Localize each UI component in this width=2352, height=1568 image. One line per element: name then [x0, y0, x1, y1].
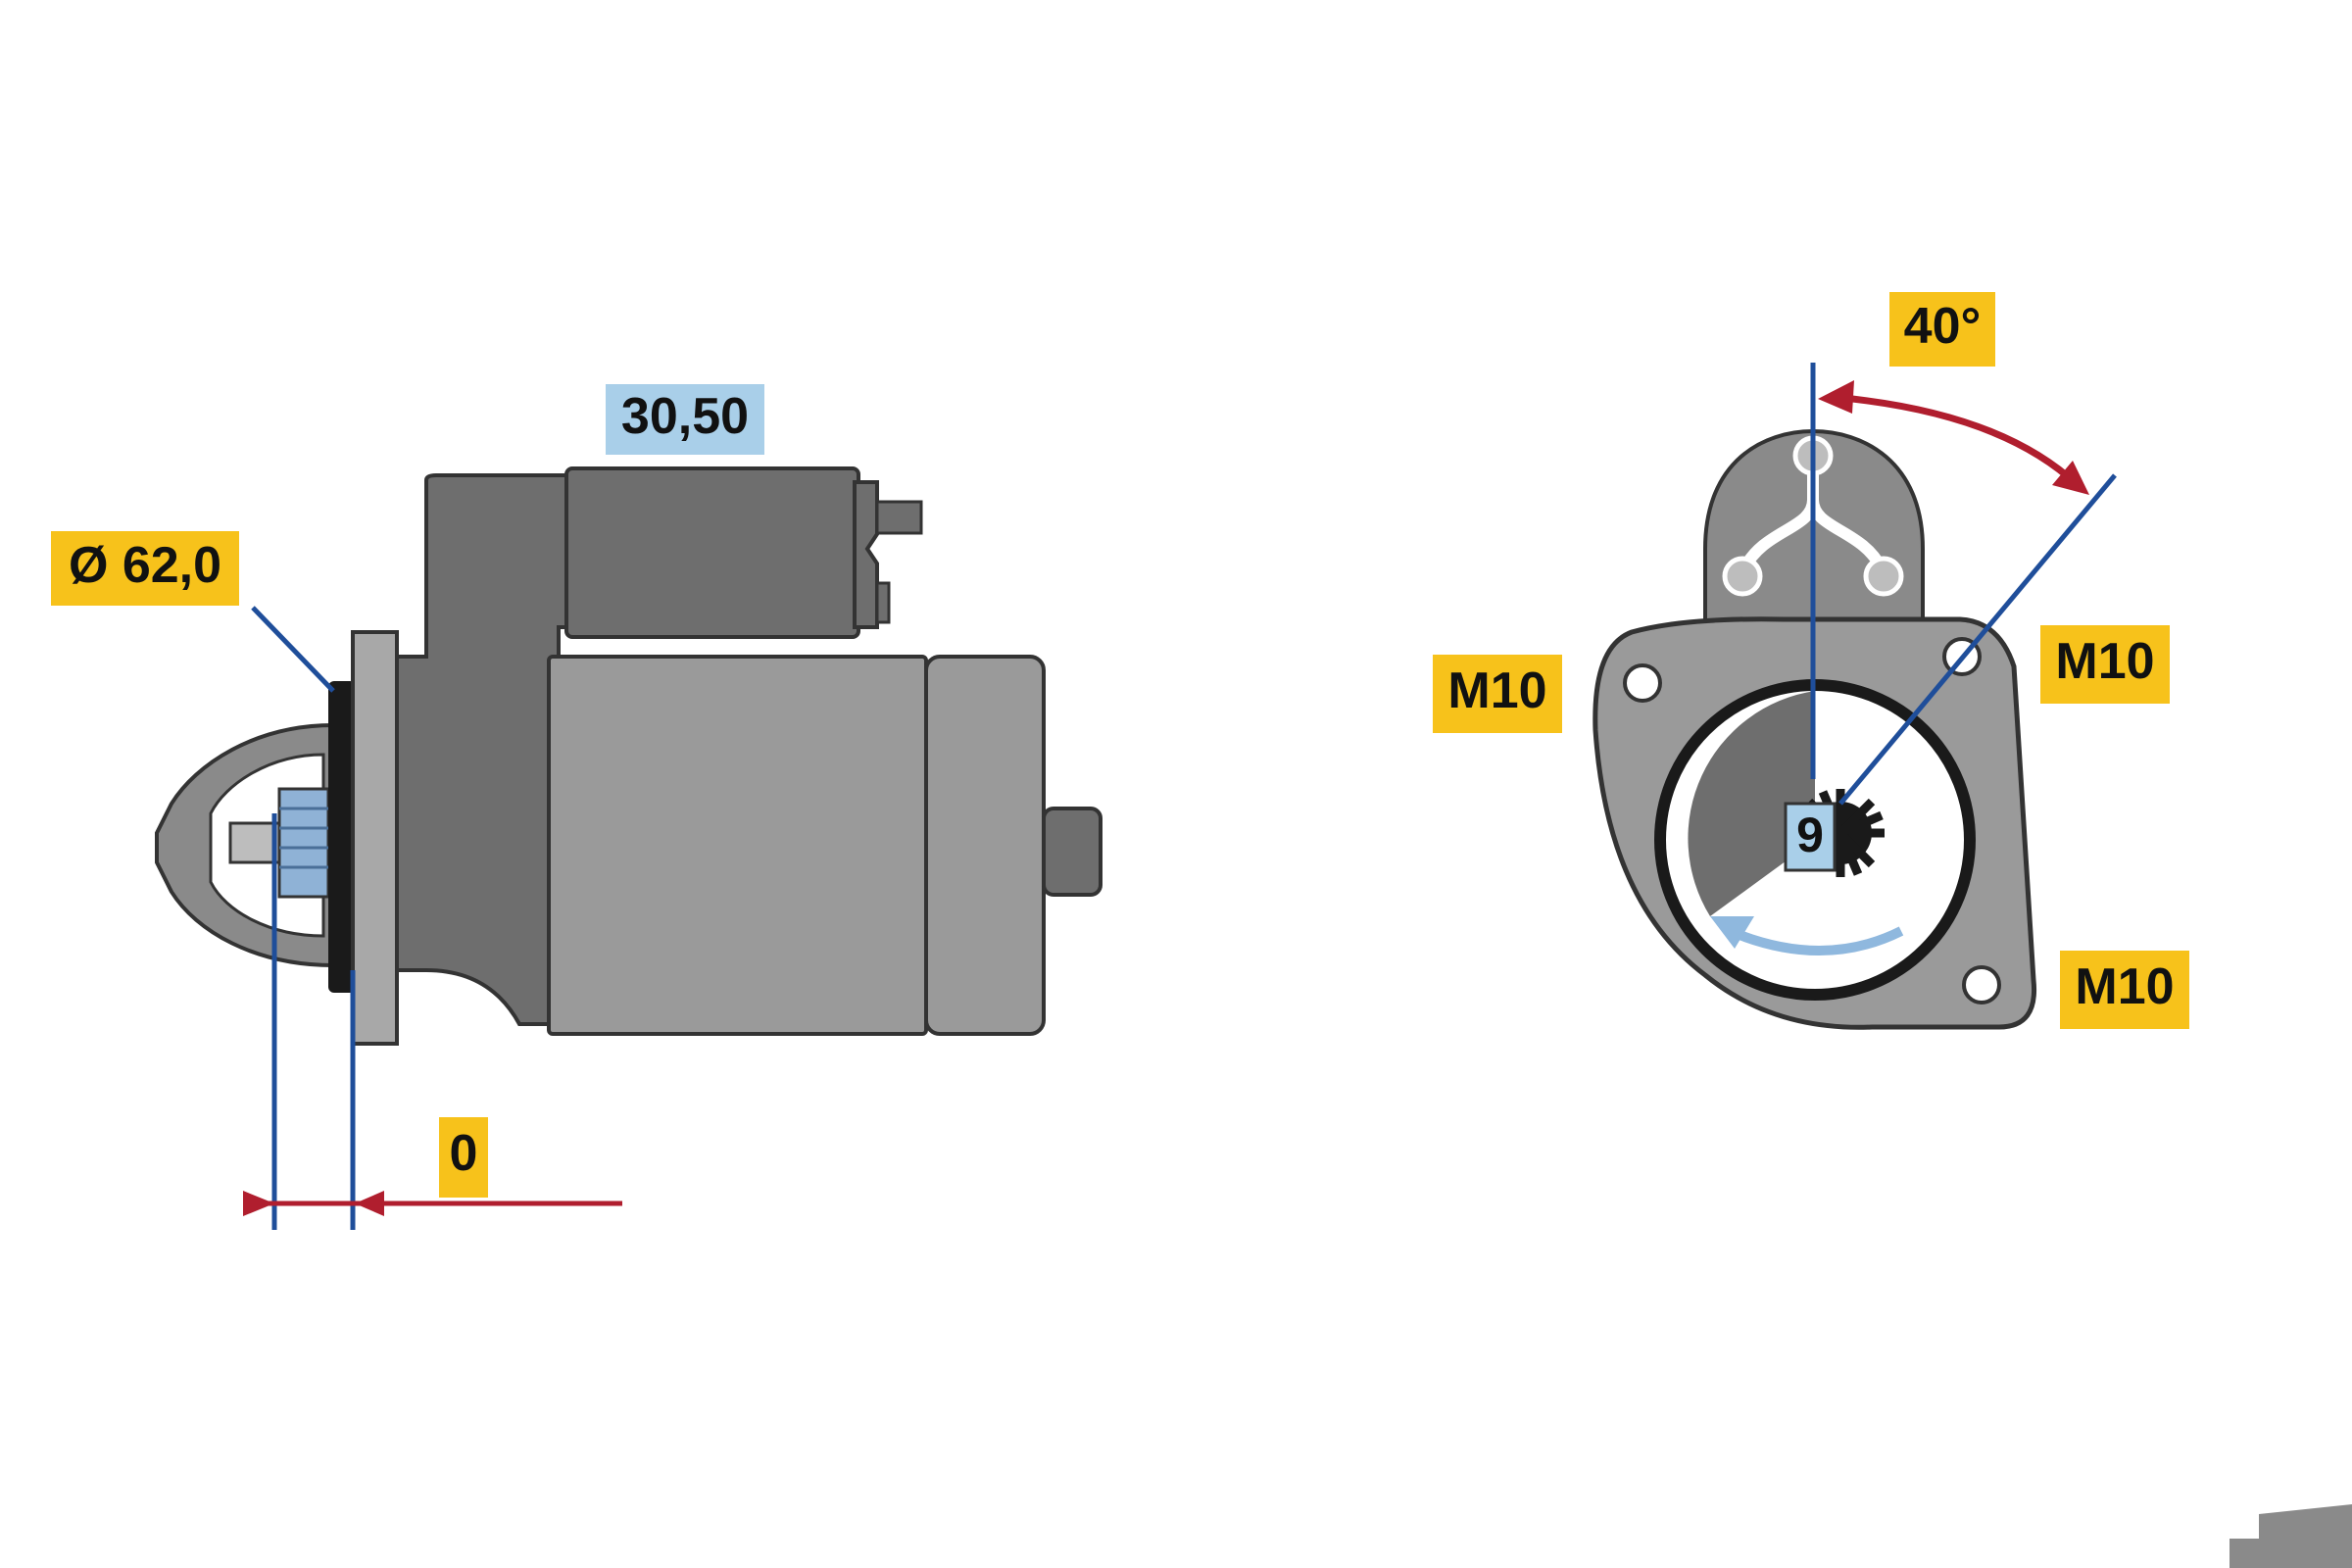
label-bolt-left: M10 — [1433, 655, 1562, 733]
angle-arrowhead-right — [2052, 461, 2089, 495]
motor-end-cap — [924, 655, 1046, 1036]
label-diameter-text: Ø 62,0 — [69, 537, 221, 594]
bolt-hole-right-bottom — [1962, 965, 2001, 1004]
motor-body — [547, 655, 928, 1036]
label-offset: 0 — [439, 1117, 488, 1198]
label-bolt-right-bottom-text: M10 — [2075, 958, 2174, 1015]
diameter-leader — [251, 606, 335, 693]
drive-end-housing — [395, 473, 570, 1026]
solenoid — [564, 466, 860, 639]
label-bolt-left-text: M10 — [1447, 662, 1546, 719]
angle-arc — [1832, 393, 2081, 488]
terminal-lower — [875, 581, 891, 624]
flange-ring — [328, 681, 356, 993]
mounting-flange — [351, 630, 399, 1046]
label-clearance-text: 30,50 — [621, 388, 749, 445]
terminal-upper — [875, 500, 923, 535]
offset-arrowhead-left — [243, 1191, 274, 1216]
label-clearance: 30,50 — [606, 384, 764, 455]
side-view — [155, 466, 1102, 1230]
solenoid-cap — [853, 480, 879, 629]
rotation-arrowhead — [1710, 916, 1754, 949]
label-bolt-right-top-text: M10 — [2055, 633, 2154, 690]
label-teeth-text: 9 — [1796, 808, 1824, 862]
corner-mark — [2230, 1504, 2352, 1568]
front-view — [1592, 363, 2117, 1030]
label-angle-text: 40° — [1904, 298, 1982, 355]
bore-shadow — [1688, 691, 1815, 916]
bolt-hole-left — [1623, 663, 1662, 703]
rotation-arrow — [1728, 926, 1904, 956]
pinion-gear — [277, 787, 330, 899]
angle-arrowhead-left — [1818, 380, 1854, 414]
label-bolt-right-bottom: M10 — [2060, 951, 2189, 1029]
label-bolt-right-top: M10 — [2040, 625, 2170, 704]
angle-axis-line — [1838, 473, 2117, 806]
label-teeth: 9 — [1784, 802, 1837, 872]
offset-arrowhead-right — [355, 1191, 384, 1216]
rear-bearing-boss — [1042, 807, 1102, 897]
label-diameter: Ø 62,0 — [51, 531, 239, 606]
label-angle: 40° — [1889, 292, 1995, 367]
label-offset-text: 0 — [450, 1125, 478, 1182]
